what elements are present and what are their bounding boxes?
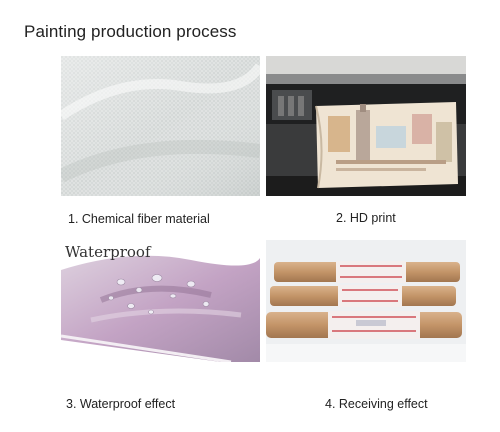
waterproof-effect-photo: Waterproof	[61, 240, 260, 362]
fiber-material-photo	[61, 56, 260, 196]
waterproof-overlay-text: Waterproof	[65, 243, 152, 261]
page-title: Painting production process	[24, 22, 237, 41]
caption-chemical-fiber-material: 1. Chemical fiber material	[68, 212, 210, 226]
hd-print-photo	[266, 56, 466, 196]
caption-hd-print: 2. HD print	[336, 211, 396, 225]
caption-waterproof-effect: 3. Waterproof effect	[66, 397, 176, 411]
receiving-effect-photo	[266, 240, 466, 362]
caption-receiving-effect: 4. Receiving effect	[325, 397, 428, 411]
